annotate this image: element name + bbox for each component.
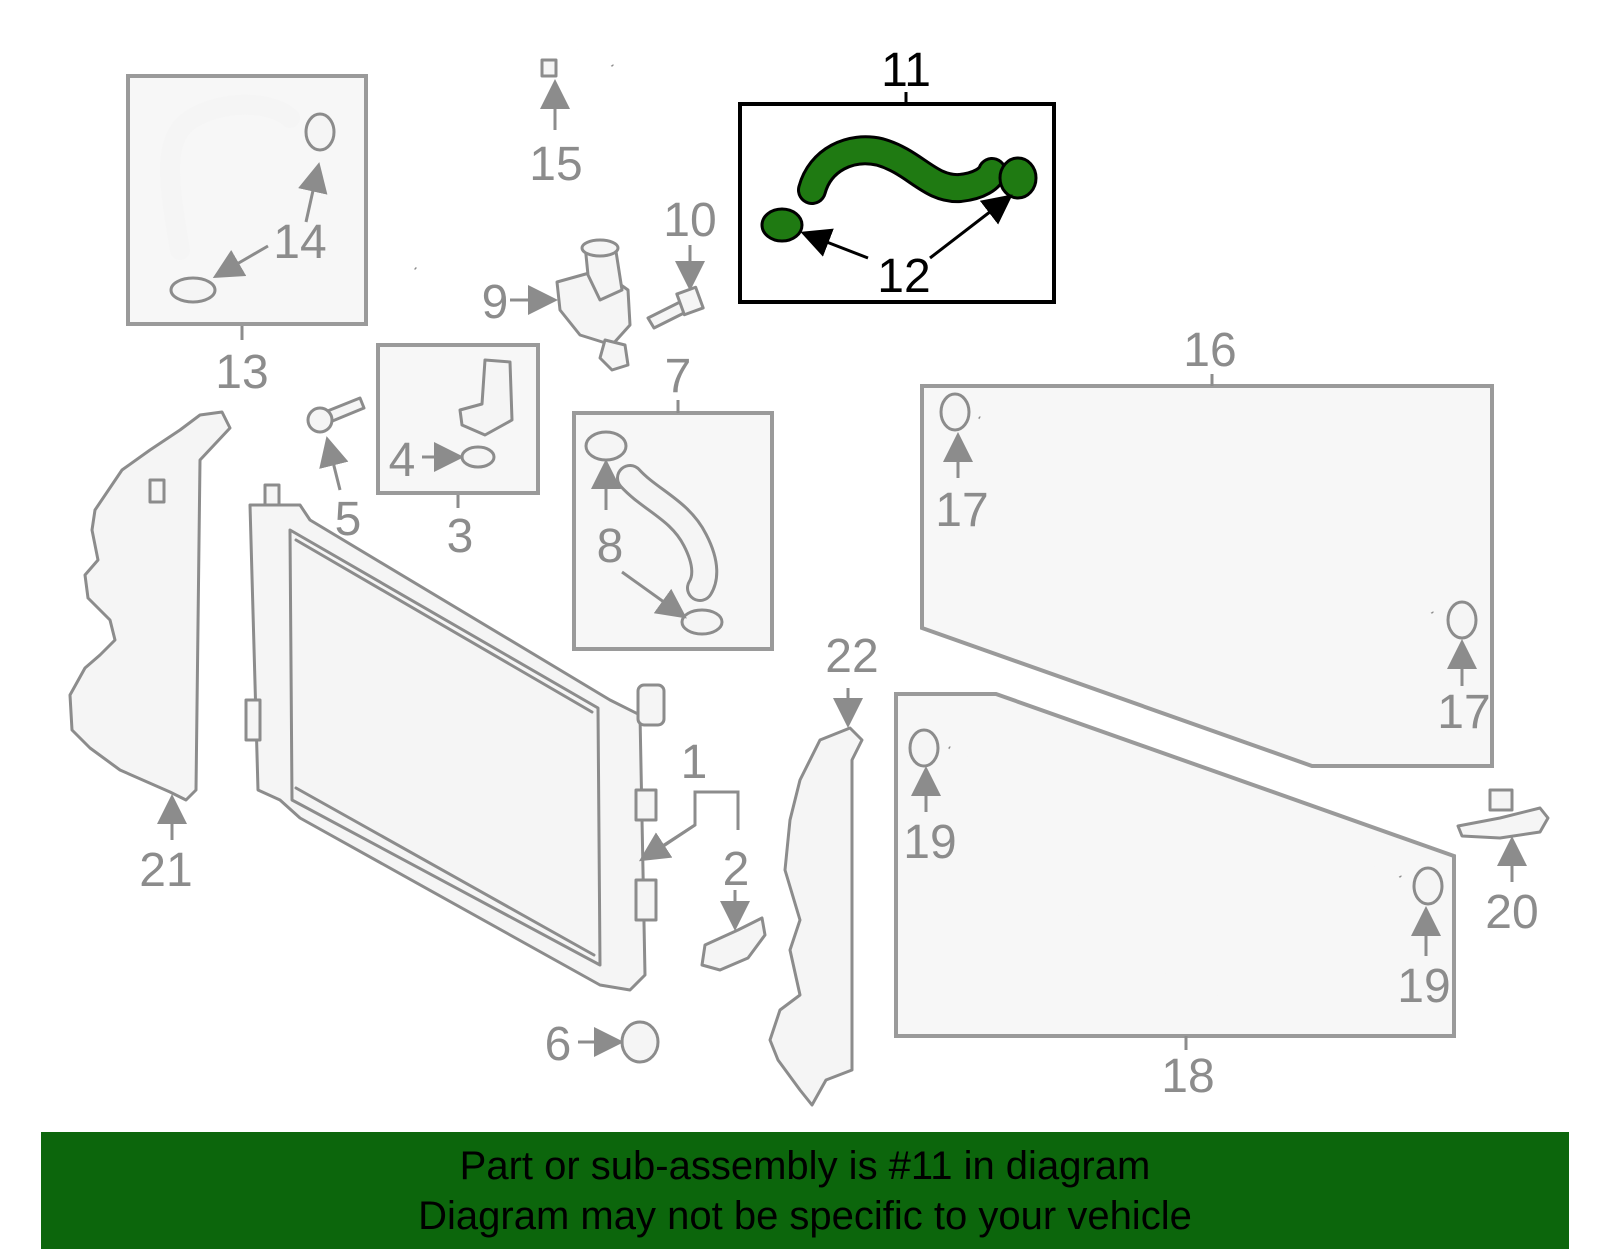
callout-8: 8 [597, 520, 624, 573]
callout-17b: 17 [1437, 686, 1490, 739]
callout-19a: 19 [903, 816, 956, 869]
upper-hose-kit-13 [126, 74, 368, 340]
info-banner: Part or sub-assembly is #11 in diagram D… [41, 1132, 1569, 1249]
callout-6: 6 [545, 1018, 572, 1071]
banner-line-2: Diagram may not be specific to your vehi… [418, 1193, 1192, 1238]
callout-12: 12 [877, 250, 930, 303]
callout-14: 14 [273, 216, 326, 269]
callout-3: 3 [447, 510, 474, 563]
callout-4: 4 [389, 434, 416, 487]
lower-hose-kit-11 [738, 92, 1056, 304]
radiator-1 [244, 483, 740, 992]
callout-19b: 19 [1397, 960, 1450, 1013]
callout-18: 18 [1161, 1050, 1214, 1103]
reservoir-21 [68, 410, 232, 840]
bolt-5 [306, 396, 366, 491]
overflow-hose-15 [408, 45, 614, 270]
banner-line-1: Part or sub-assembly is #11 in diagram [459, 1143, 1151, 1188]
callout-2: 2 [723, 843, 750, 896]
callout-15: 15 [529, 138, 582, 191]
callout-22: 22 [825, 630, 878, 683]
callout-7: 7 [665, 350, 692, 403]
strap-20 [1456, 788, 1550, 882]
callout-11: 11 [881, 44, 931, 97]
filler-neck-9 [510, 238, 632, 372]
hose-kit-16 [920, 374, 1494, 768]
callout-1: 1 [681, 736, 708, 789]
callout-20: 20 [1485, 886, 1538, 939]
callout-17a: 17 [935, 484, 988, 537]
callout-13: 13 [215, 346, 268, 399]
callout-10: 10 [663, 194, 716, 247]
hose-kit-18 [894, 692, 1456, 1050]
bolt-10 [646, 245, 705, 330]
hose-kit-7 [572, 400, 774, 651]
drain-plug-2 [700, 890, 767, 972]
callout-21: 21 [139, 844, 192, 897]
callout-9: 9 [482, 276, 509, 329]
grommet-6 [578, 1020, 660, 1064]
callout-16: 16 [1183, 324, 1236, 377]
air-guide-22 [768, 688, 864, 1107]
bracket-kit-3 [376, 343, 540, 508]
